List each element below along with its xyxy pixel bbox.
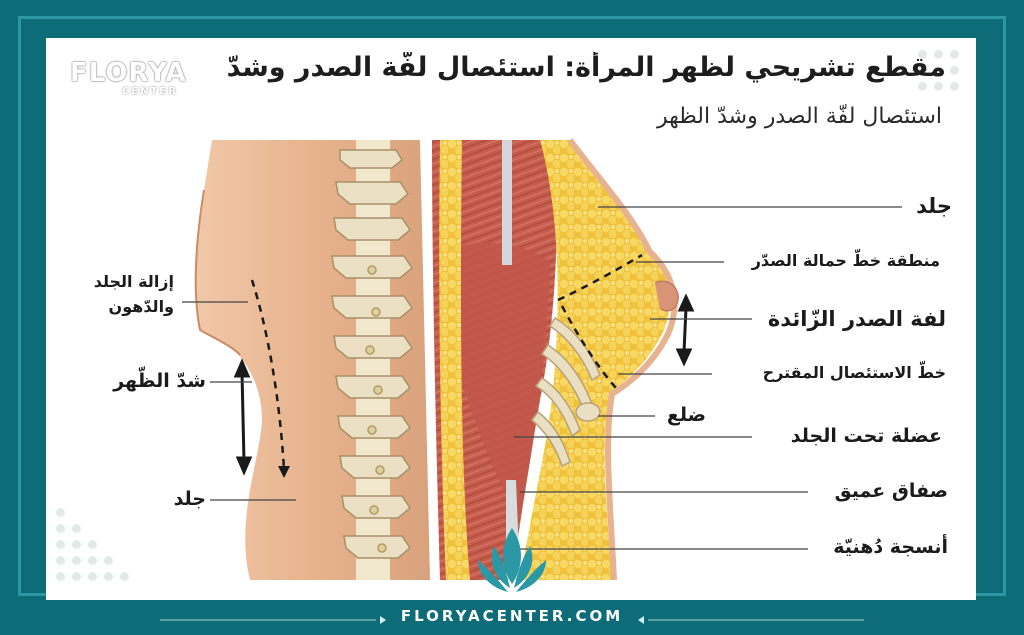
label-skin-left: جلد [173, 488, 206, 510]
label-rib: ضلع [666, 404, 706, 426]
watermark-logo-sub: CENTER [122, 86, 178, 97]
page-subtitle: استئصال لفّة الصدر وشدّ الظهر [656, 104, 942, 129]
label-back-lift: شدّ الظّهر [113, 370, 206, 392]
label-excision-line: خطّ الاستئصال المقترح [762, 363, 946, 382]
fat-layer [439, 140, 670, 580]
back-lift-arrow [233, 358, 253, 476]
footer-chevron-right [638, 616, 644, 624]
decor-dots-top-right [918, 50, 978, 110]
footer-website[interactable]: FLORYACENTER.COM [400, 607, 624, 625]
label-skin-fat-removal-2: والدّهون [108, 297, 174, 316]
leader-lines-right [514, 206, 902, 550]
spine [331, 140, 413, 580]
ribs [530, 316, 601, 468]
label-bra-line-area: منطقة خطّ حمالة الصدّر [751, 251, 940, 270]
watermark-logo: FLORYA [70, 58, 187, 88]
label-bra-roll: لفة الصدر الزّائدة [767, 307, 946, 331]
dash-arrow-head [278, 466, 290, 478]
decor-dots-bottom-left [56, 508, 146, 588]
footer-chevron-left [380, 616, 386, 624]
label-subcutaneous-muscle: عضلة تحت الجلد [790, 425, 942, 447]
lotus-logo [478, 528, 546, 592]
label-skin-fat-removal-1: إزالة الجلد [93, 272, 174, 291]
page-title: مقطع تشريحي لظهر المرأة: استئصال لفّة ال… [226, 52, 946, 83]
label-deep-fascia: صفاق عميق [834, 480, 948, 502]
bra-roll-arrow [675, 293, 695, 367]
leader-lines-left [182, 301, 296, 501]
label-skin-right: جلد [916, 194, 952, 218]
excision-dashes [250, 253, 643, 471]
label-fat-tissue: أنسجة دُهنيّة [833, 536, 948, 558]
